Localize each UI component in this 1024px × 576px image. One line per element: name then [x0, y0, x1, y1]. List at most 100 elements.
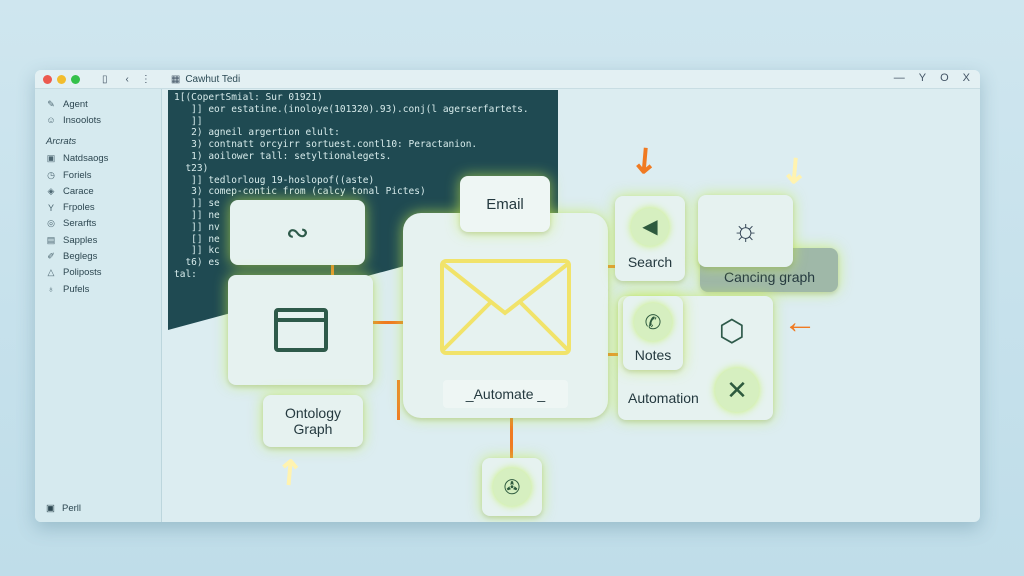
phone-icon: ✆ — [634, 303, 672, 341]
maximize-dot[interactable] — [71, 74, 80, 84]
code-line: 3) contnatt orcyirr sortuest.contl10: Pe… — [174, 139, 478, 151]
ontology-graph-node[interactable]: Ontology Graph — [263, 395, 363, 447]
fan-node[interactable]: ✇ — [482, 458, 542, 516]
sidebar-item[interactable]: ◎ Serarfts — [35, 216, 161, 232]
search-label: Search — [627, 253, 673, 270]
sidebar-item-insoolots[interactable]: ☺ Insoolots — [35, 112, 161, 128]
link-icon: ∾ — [285, 217, 310, 248]
face-icon: ☺ — [46, 115, 56, 126]
connector — [371, 321, 405, 324]
code-line: ]] eor estatine.(inoloye(101320).93).con… — [174, 103, 529, 115]
close-button[interactable]: X — [962, 72, 970, 84]
close-icon[interactable]: ✕ — [715, 368, 759, 412]
tag-icon: ◈ — [47, 185, 55, 196]
automation-label: Automation — [628, 390, 699, 406]
sidebar-item-label: Serarfts — [63, 218, 97, 230]
node-label: Ontology Graph — [284, 405, 342, 437]
code-line: 2) agneil argertion elult: — [174, 127, 340, 139]
code-line: tal: — [174, 268, 197, 280]
sidebar-item-label: Poliposts — [63, 267, 102, 279]
sidebar-item[interactable]: ▤ Sapples — [35, 232, 161, 248]
code-line: ]] — [174, 115, 203, 127]
arrow-icon: ↙ — [621, 136, 668, 184]
code-line: ]] nv — [174, 221, 220, 233]
code-line: 1) aoilower tall: setyltionalegets. — [174, 150, 392, 162]
footer-label: Perll — [61, 503, 81, 514]
code-line: ]] tedlorloug 19-hoslopof((aste) — [174, 174, 375, 186]
automate-button[interactable]: _Automate _ — [443, 380, 568, 408]
sidebar-item-label: Frpoles — [63, 202, 95, 214]
sidebar-item-label: Sapples — [63, 234, 98, 246]
speaker-icon: ◀ — [631, 207, 669, 246]
sidebar-item-label: Agent — [63, 98, 88, 110]
code-line: ]] se — [174, 198, 220, 210]
sidebar-item-agent[interactable]: ✎ Agent — [35, 96, 161, 112]
pencil-icon: ✎ — [47, 98, 55, 109]
cancing-label: Cancing graph — [724, 269, 816, 285]
connector — [607, 265, 621, 268]
warning-icon: ⬡ — [718, 315, 745, 348]
bell-icon: △ — [47, 267, 55, 278]
code-line: [] ne — [174, 233, 220, 245]
sidebar-item[interactable]: Y Frpoles — [35, 199, 161, 215]
sun-gear-icon: ☼ — [731, 214, 760, 247]
sidebar-item-label: Insoolots — [63, 114, 102, 126]
sidebar-item-label: Beglegs — [63, 251, 98, 263]
sidebar-toggle-icon[interactable]: ▯ — [102, 73, 108, 85]
pin-icon: ♁ — [47, 284, 55, 295]
code-line: 3) comep-contic from (calcy tonal Pictes… — [174, 186, 426, 198]
code-line: ]] ne — [174, 209, 220, 221]
window-title: Cawhut Tedi — [185, 73, 241, 85]
notes-label: Notes — [634, 347, 672, 363]
sidebar-item-label: Foriels — [63, 169, 92, 181]
connector — [331, 265, 334, 275]
arrow-icon: ← — [783, 303, 817, 341]
minimize-dot[interactable] — [57, 74, 66, 84]
sidebar-item[interactable]: ✐ Beglegs — [35, 248, 161, 264]
sidebar-item[interactable]: ◈Carace — [35, 183, 161, 199]
code-line: t23) — [174, 162, 209, 174]
automate-label: _Automate _ — [465, 386, 546, 402]
email-label: Email — [486, 195, 524, 213]
fan-icon: ✇ — [493, 468, 531, 506]
more-icon[interactable]: ⋮ — [140, 73, 151, 85]
app-window: ▯ ‹ ⋮ ▦ Cawhut Tedi — Y O X ✎ Agent ☺ Inso… — [35, 70, 980, 522]
target-icon: ◎ — [47, 218, 55, 229]
sidebar-section-heading: Arcrats — [46, 135, 77, 147]
folder-icon: ▣ — [46, 153, 56, 164]
link-node[interactable]: ∾ — [230, 200, 365, 265]
browser-window-icon — [273, 308, 328, 352]
sidebar-item-label: Pufels — [63, 283, 90, 295]
settings-node[interactable]: ☼ — [698, 195, 793, 267]
filter-button[interactable]: Y — [918, 72, 927, 84]
sidebar-item[interactable]: ♁ Pufels — [35, 281, 161, 297]
sidebar: ✎ Agent ☺ Insoolots Arcrats ▣Natdsaogs ◷Fo… — [35, 89, 162, 522]
connector — [510, 418, 513, 460]
sidebar-item[interactable]: ◷Foriels — [35, 167, 161, 183]
sidebar-footer-item[interactable]: ▣ Perll — [46, 503, 81, 514]
email-node[interactable]: Email — [460, 176, 550, 232]
email-hub-node[interactable]: _Automate _ — [403, 213, 608, 418]
filter-icon: Y — [47, 202, 54, 213]
arrow-icon: ↗ — [266, 448, 313, 496]
minimize-button[interactable]: — — [893, 72, 905, 84]
close-dot[interactable] — [43, 74, 52, 84]
profile-icon: ▣ — [46, 503, 55, 514]
maximize-button[interactable]: O — [940, 72, 949, 84]
sidebar-item[interactable]: △ Poliposts — [35, 265, 161, 281]
title-bar: ▯ ‹ ⋮ ▦ Cawhut Tedi — Y O X — [35, 70, 980, 89]
back-icon[interactable]: ‹ — [125, 73, 129, 85]
browser-node[interactable] — [228, 275, 373, 385]
code-line: 1[(CopertSmial: Sur 01921) — [174, 92, 323, 103]
envelope-icon — [440, 259, 571, 355]
notes-node[interactable]: ✆ Notes — [623, 296, 683, 370]
arrow-icon: ↙ — [771, 146, 818, 194]
connector — [397, 380, 400, 420]
calendar-icon: ▤ — [46, 234, 56, 245]
brush-icon: ✐ — [47, 251, 55, 262]
search-node[interactable]: ◀ Search — [615, 196, 685, 281]
code-line: ]] kc — [174, 245, 220, 257]
doc-icon: ▦ — [170, 73, 181, 85]
sidebar-item[interactable]: ▣Natdsaogs — [35, 151, 161, 167]
code-line: t6) es — [174, 257, 220, 269]
